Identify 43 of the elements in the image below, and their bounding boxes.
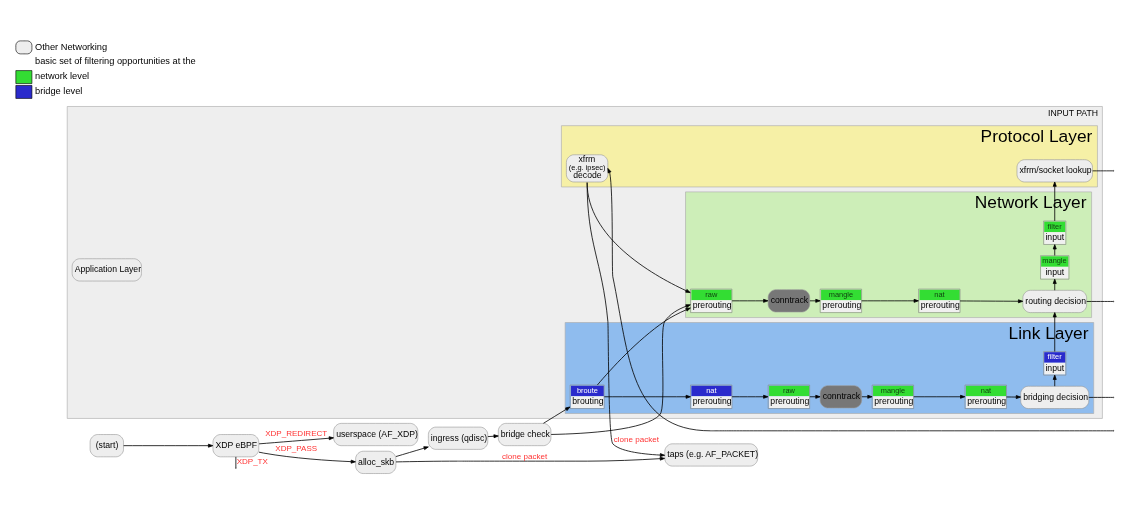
arrow <box>258 451 356 464</box>
node-box: conntrack <box>819 384 862 408</box>
arrow <box>607 167 1114 431</box>
node-box: userspace (AF_XDP) <box>333 422 419 446</box>
connector <box>1086 300 1114 302</box>
arrow <box>603 394 691 399</box>
arrow <box>1052 243 1057 256</box>
node-box: routing decision <box>1022 289 1087 313</box>
legend-label: bridge level <box>35 85 83 96</box>
arrow <box>959 298 1024 303</box>
node-box: bridge check <box>498 422 552 446</box>
arrow <box>597 307 691 385</box>
arrow <box>487 433 499 438</box>
arrow <box>861 298 919 303</box>
arrow <box>861 394 873 399</box>
node-box: alloc_skb <box>355 450 397 474</box>
arrow <box>1052 374 1057 387</box>
legend-label: network level <box>35 70 90 81</box>
arrow <box>913 394 966 399</box>
arrow <box>809 394 821 399</box>
connector <box>1088 396 1114 398</box>
label: basic set of filtering opportunities at the <box>35 55 196 66</box>
node-box: XDP eBPF <box>212 433 260 457</box>
arrow <box>395 445 429 457</box>
arrow <box>543 406 571 424</box>
arrow <box>586 181 666 457</box>
node-box: (start) <box>89 433 124 457</box>
node-box: Application Layer <box>71 257 142 281</box>
arrow <box>550 303 691 435</box>
arrow <box>731 394 769 399</box>
arrow <box>258 435 334 444</box>
legend-label: Other Networking <box>35 41 108 52</box>
arrow <box>1052 278 1057 291</box>
arrow <box>809 298 821 303</box>
node-box: xfrm/socket lookup <box>1016 158 1093 182</box>
arrow <box>731 298 769 303</box>
node-box: bridging decision <box>1020 385 1090 409</box>
node-box: conntrack <box>767 288 810 312</box>
arrow <box>1006 394 1021 399</box>
node-box: ingress (qdisc) <box>428 426 489 450</box>
node-box: taps (e.g. AF_PACKET) <box>664 443 758 466</box>
arrow <box>395 456 665 462</box>
arrow <box>123 443 214 448</box>
